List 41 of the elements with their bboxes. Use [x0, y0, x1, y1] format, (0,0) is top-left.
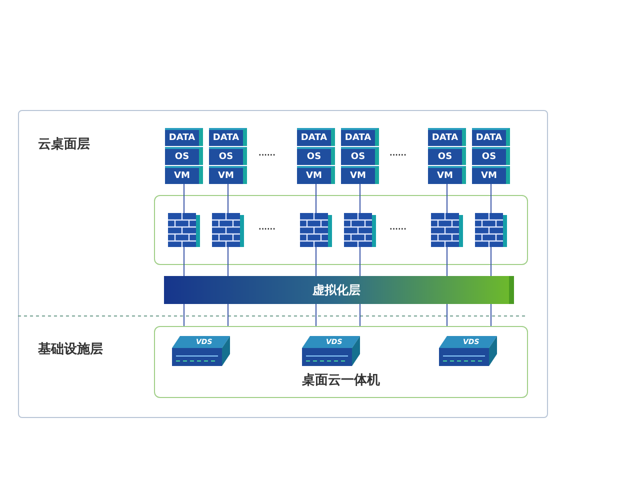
group-panel [154, 195, 528, 265]
firewall-icon [344, 213, 376, 247]
firewall-icon [168, 213, 200, 247]
layer-block: OS [472, 147, 510, 165]
connector-line [490, 184, 492, 214]
layer-label: 云桌面层 [38, 136, 90, 153]
layer-block: VM [209, 166, 247, 184]
layer-bar: 虚拟化层 [164, 276, 514, 304]
firewall-icon [475, 213, 507, 247]
connector-line [490, 304, 492, 326]
layer-block: DATA [165, 128, 203, 146]
layer-block: VM [165, 166, 203, 184]
ellipsis-text: ······ [389, 148, 406, 162]
layer-block: OS [341, 147, 379, 165]
ellipsis-text: ······ [258, 148, 275, 162]
panel-title: 桌面云一体机 [301, 372, 381, 389]
layer-label: 基础设施层 [38, 341, 103, 358]
firewall-icon [431, 213, 463, 247]
layer-block: VM [341, 166, 379, 184]
connector-line [490, 246, 492, 276]
layer-block: VM [297, 166, 335, 184]
layer-block: OS [297, 147, 335, 165]
group-panel [154, 326, 528, 398]
connector-line [446, 246, 448, 276]
layer-block: DATA [297, 128, 335, 146]
firewall-icon [300, 213, 332, 247]
layer-block: OS [428, 147, 466, 165]
layer-block: VM [428, 166, 466, 184]
layer-block: VM [472, 166, 510, 184]
connector-line [446, 304, 448, 326]
firewall-icon [212, 213, 244, 247]
ellipsis-text: ······ [258, 222, 275, 236]
layer-block: OS [209, 147, 247, 165]
outer-panel [18, 110, 548, 418]
layer-block: DATA [209, 128, 247, 146]
connector-line [446, 184, 448, 214]
layer-block: DATA [472, 128, 510, 146]
layer-block: DATA [428, 128, 466, 146]
ellipsis-text: ······ [389, 222, 406, 236]
layer-block: DATA [341, 128, 379, 146]
layer-block: OS [165, 147, 203, 165]
